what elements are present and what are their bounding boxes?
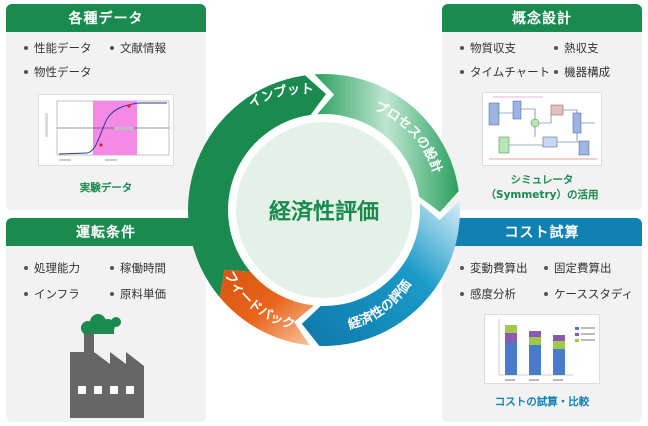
flowsheet-image (488, 96, 597, 160)
panel-conditions: 運転条件 処理能力 稼働時間 インフラ 原料単価 (6, 218, 206, 422)
center-label: 経済性評価 (269, 199, 379, 225)
experiment-chart-image (45, 100, 170, 161)
segment-input-arrow (187, 75, 327, 298)
panel-cost-title: コスト試算 (442, 218, 642, 246)
panel-data-caption: 実験データ (79, 182, 133, 194)
segment-feedback-arrow (219, 269, 314, 346)
item-equipment: 機器構成 (554, 64, 628, 80)
item-material-price: 原料単価 (110, 286, 192, 302)
smoke-cloud-icon (81, 314, 121, 335)
cost-chart-thumbnail (484, 314, 600, 384)
item-variable-cost: 変動費算出 (460, 260, 540, 276)
panel-design-title: 概念設計 (442, 4, 642, 32)
panel-cost: コスト試算 変動費算出 固定費算出 感度分析 ケーススタディ コストの試算・比較 (442, 218, 642, 422)
item-case-study: ケーススタディ (544, 286, 633, 302)
item-heat-balance: 熱収支 (554, 40, 628, 56)
item-fixed-cost: 固定費算出 (544, 260, 633, 276)
panel-data-title: 各種データ (6, 4, 206, 32)
item-performance-data: 性能データ (24, 40, 106, 56)
item-operating-hours: 稼働時間 (110, 260, 192, 276)
panel-data: 各種データ 性能データ 文献情報 物性データ 実験データ (6, 4, 206, 210)
item-literature: 文献情報 (110, 40, 192, 56)
cost-bar-chart-image (498, 319, 595, 381)
panel-design-caption-1: シミュレータ (510, 174, 574, 186)
item-property-data: 物性データ (24, 64, 106, 80)
item-time-chart: タイムチャート (460, 64, 550, 80)
item-capacity: 処理能力 (24, 260, 106, 276)
factory-icon (70, 314, 144, 418)
panel-conditions-title: 運転条件 (6, 218, 206, 246)
item-mass-balance: 物質収支 (460, 40, 550, 56)
experiment-chart-thumbnail (38, 94, 174, 166)
center-circle (236, 122, 412, 298)
item-sensitivity: 感度分析 (460, 286, 540, 302)
panel-cost-caption: コストの試算・比較 (494, 396, 590, 408)
segment-design-arrow (314, 74, 459, 213)
segment-evaluation-arrow (301, 200, 460, 346)
panel-design: 概念設計 物質収支 熱収支 タイムチャート 機器構成 シミュレータ （Symme… (442, 4, 642, 210)
simulator-flowsheet-thumbnail (482, 92, 602, 166)
panel-design-caption-2: （Symmetry）の活用 (485, 189, 599, 201)
item-infrastructure: インフラ (24, 286, 106, 302)
